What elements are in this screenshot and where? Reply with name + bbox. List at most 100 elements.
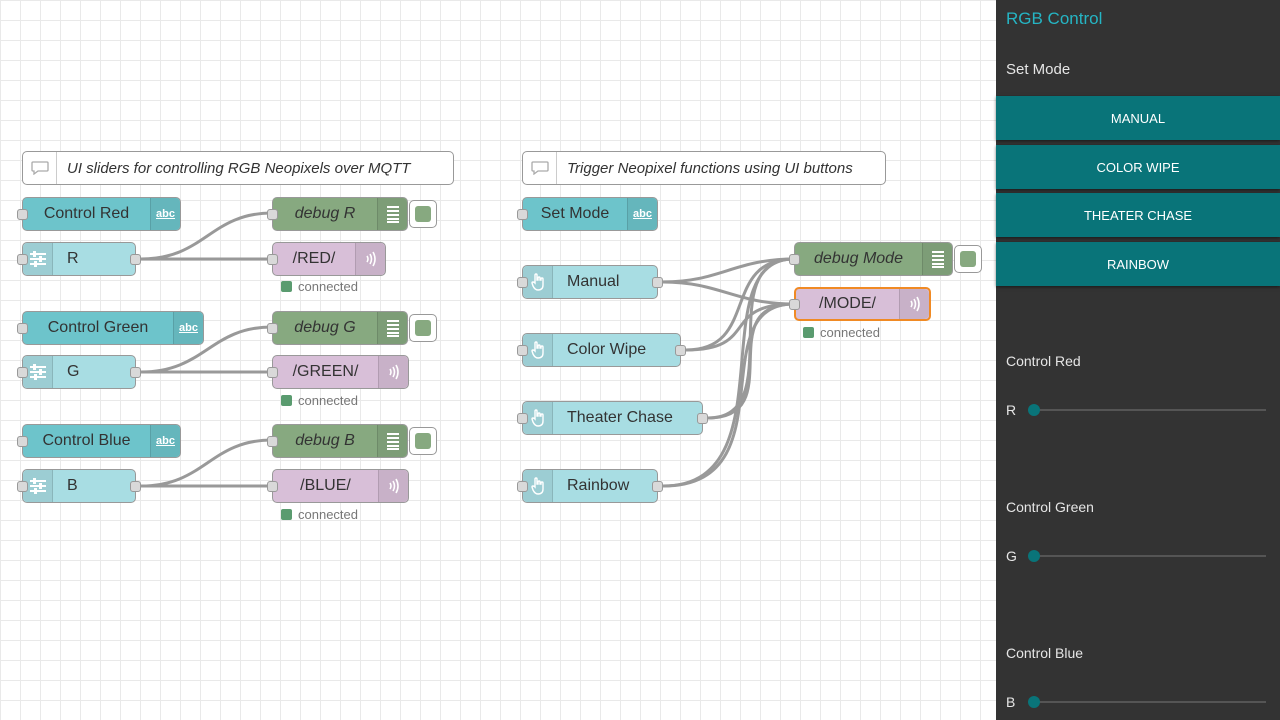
node-label: Control Blue xyxy=(42,432,131,449)
button-node-rainbow[interactable]: Rainbow xyxy=(517,469,663,503)
input-port[interactable] xyxy=(17,367,28,378)
input-port[interactable] xyxy=(267,209,278,220)
input-port[interactable] xyxy=(517,413,528,424)
input-port[interactable] xyxy=(517,277,528,288)
hand-pointer-icon xyxy=(523,402,553,434)
mqtt-out-node-green[interactable]: /GREEN/ xyxy=(267,355,409,389)
input-port[interactable] xyxy=(517,345,528,356)
control-blue-label: Control Blue xyxy=(1006,645,1084,661)
toggle-indicator-icon xyxy=(415,320,431,336)
node-label: R xyxy=(67,250,79,267)
toggle-indicator-icon xyxy=(415,206,431,222)
input-port[interactable] xyxy=(267,367,278,378)
broadcast-icon xyxy=(355,243,385,275)
wire xyxy=(685,257,795,352)
output-port[interactable] xyxy=(652,481,663,492)
text-node-control-red[interactable]: Control Red abc xyxy=(17,197,181,231)
node-label: Rainbow xyxy=(567,477,630,494)
output-port[interactable] xyxy=(652,277,663,288)
wire xyxy=(662,257,795,284)
text-node-control-green[interactable]: Control Green abc xyxy=(17,311,204,345)
debug-node-r[interactable]: debug R xyxy=(267,197,408,231)
input-port[interactable] xyxy=(517,481,528,492)
dashboard-title: RGB Control xyxy=(1006,9,1103,28)
debug-node-b[interactable]: debug B xyxy=(267,424,408,458)
debug-toggle-button[interactable] xyxy=(409,200,437,228)
theater-chase-button[interactable]: THEATER CHASE xyxy=(996,193,1280,237)
rainbow-button[interactable]: RAINBOW xyxy=(996,242,1280,286)
comment-node-buttons[interactable]: Trigger Neopixel functions using UI butt… xyxy=(522,151,886,185)
slider-label-g: G xyxy=(1006,548,1017,564)
input-port[interactable] xyxy=(17,254,28,265)
output-port[interactable] xyxy=(130,254,141,265)
input-port[interactable] xyxy=(789,299,800,310)
button-node-manual[interactable]: Manual xyxy=(517,265,663,299)
slider-r[interactable] xyxy=(1028,404,1266,416)
text-abc-icon: abc xyxy=(150,425,180,457)
node-label: Color Wipe xyxy=(567,341,647,358)
input-port[interactable] xyxy=(517,209,528,220)
debug-toggle-button[interactable] xyxy=(409,427,437,455)
speech-bubble-icon xyxy=(523,152,557,184)
wire xyxy=(662,280,795,306)
node-label: debug G xyxy=(294,319,356,336)
button-node-color-wipe[interactable]: Color Wipe xyxy=(517,333,686,367)
mqtt-out-node-red[interactable]: /RED/ xyxy=(267,242,386,276)
input-port[interactable] xyxy=(267,481,278,492)
mqtt-out-node-mode[interactable]: /MODE/ xyxy=(789,287,931,321)
slider-label-b: B xyxy=(1006,694,1016,710)
debug-node-mode[interactable]: debug Mode xyxy=(789,242,953,276)
control-red-label: Control Red xyxy=(1006,353,1081,369)
slider-icon xyxy=(23,356,53,388)
input-port[interactable] xyxy=(17,209,28,220)
dashboard-panel: RGB Control Set Mode MANUAL COLOR WIPE T… xyxy=(996,0,1280,720)
input-port[interactable] xyxy=(17,436,28,447)
status-dot-icon xyxy=(281,281,292,292)
slider-thumb[interactable] xyxy=(1028,404,1040,416)
output-port[interactable] xyxy=(697,413,708,424)
input-port[interactable] xyxy=(267,254,278,265)
output-port[interactable] xyxy=(130,481,141,492)
wire xyxy=(662,302,795,488)
slider-g[interactable] xyxy=(1028,550,1266,562)
broadcast-icon xyxy=(378,470,408,502)
input-port[interactable] xyxy=(267,436,278,447)
node-label: debug Mode xyxy=(814,250,903,267)
input-port[interactable] xyxy=(789,254,800,265)
status-indicator: connected xyxy=(281,279,358,294)
mqtt-out-node-blue[interactable]: /BLUE/ xyxy=(267,469,409,503)
input-port[interactable] xyxy=(267,323,278,334)
node-label: debug R xyxy=(294,205,356,222)
input-port[interactable] xyxy=(17,323,28,334)
slider-node-b[interactable]: B xyxy=(17,469,141,503)
text-abc-icon: abc xyxy=(173,312,203,344)
comment-node-sliders[interactable]: UI sliders for controlling RGB Neopixels… xyxy=(22,151,454,185)
status-dot-icon xyxy=(281,509,292,520)
status-dot-icon xyxy=(281,395,292,406)
debug-node-g[interactable]: debug G xyxy=(267,311,408,345)
slider-thumb[interactable] xyxy=(1028,696,1040,708)
manual-button[interactable]: MANUAL xyxy=(996,96,1280,140)
slider-thumb[interactable] xyxy=(1028,550,1040,562)
flow-canvas[interactable]: UI sliders for controlling RGB Neopixels… xyxy=(0,0,996,720)
slider-node-r[interactable]: R xyxy=(17,242,141,276)
status-indicator: connected xyxy=(803,325,880,340)
slider-node-g[interactable]: G xyxy=(17,355,141,389)
slider-b[interactable] xyxy=(1028,696,1266,708)
slider-icon xyxy=(23,243,53,275)
debug-toggle-button[interactable] xyxy=(409,314,437,342)
output-port[interactable] xyxy=(130,367,141,378)
debug-toggle-button[interactable] xyxy=(954,245,982,273)
wire xyxy=(707,302,795,420)
color-wipe-button[interactable]: COLOR WIPE xyxy=(996,145,1280,189)
list-lines-icon xyxy=(377,198,407,230)
toggle-indicator-icon xyxy=(960,251,976,267)
text-node-control-blue[interactable]: Control Blue abc xyxy=(17,424,181,458)
text-node-set-mode[interactable]: Set Mode abc xyxy=(517,197,658,231)
list-lines-icon xyxy=(377,425,407,457)
node-label: debug B xyxy=(295,432,355,449)
output-port[interactable] xyxy=(675,345,686,356)
input-port[interactable] xyxy=(17,481,28,492)
status-dot-icon xyxy=(803,327,814,338)
button-node-theater-chase[interactable]: Theater Chase xyxy=(517,401,708,435)
